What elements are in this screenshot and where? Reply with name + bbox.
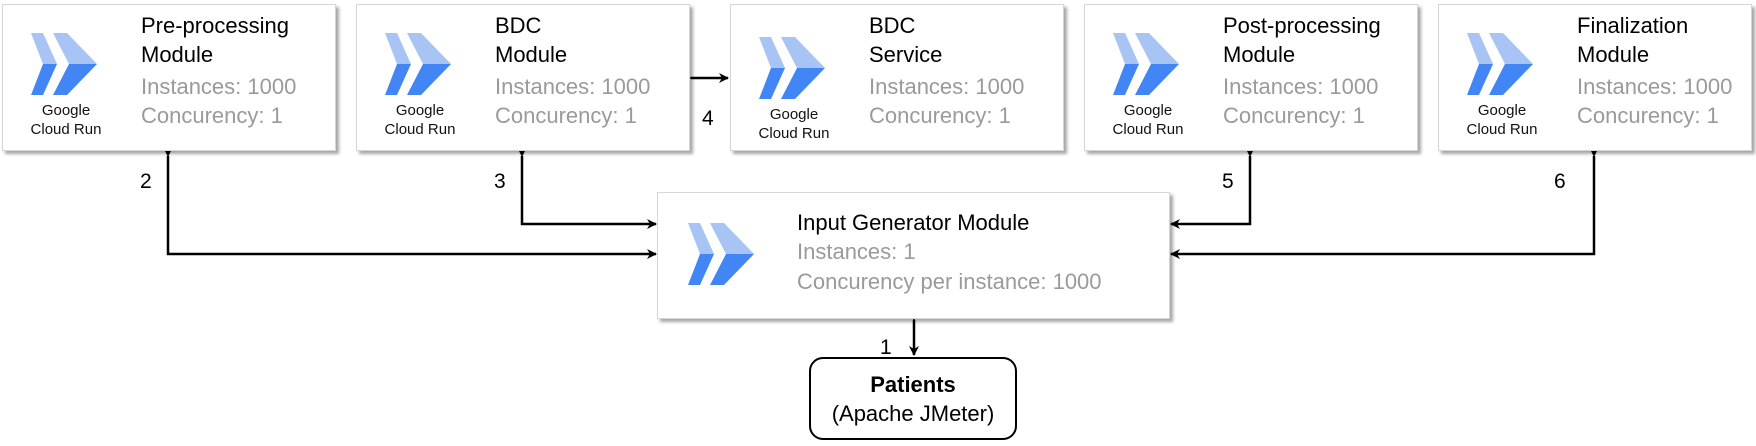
module-instances: Instances: 1000 — [869, 74, 1025, 99]
input-generator-concurrency: Concurency per instance: 1000 — [797, 269, 1102, 294]
cloud-run-label: Google Cloud Run — [758, 106, 830, 142]
patients-title: Patients — [870, 372, 956, 397]
cloud-run-label: Google Cloud Run — [1112, 102, 1184, 138]
arrow-5 — [1170, 147, 1255, 229]
arrow-2 — [163, 147, 657, 259]
input-generator-module-card: Input Generator Module Instances: 1 Conc… — [657, 192, 1170, 319]
step-label-3: 3 — [494, 170, 506, 193]
input-generator-instances: Instances: 1 — [797, 239, 916, 264]
cloud-run-icon — [1467, 33, 1533, 95]
input-generator-title: Input Generator Module — [797, 210, 1030, 235]
arrow-6 — [1170, 147, 1599, 259]
step-label-2: 2 — [140, 170, 152, 193]
module-concurrency: Concurency: 1 — [495, 103, 637, 128]
module-title: BDC Module — [495, 13, 568, 67]
module-concurrency: Concurency: 1 — [1223, 103, 1365, 128]
cloud-run-label: Google Cloud Run — [30, 102, 102, 138]
cloud-run-icon — [688, 223, 754, 285]
cloud-run-label: Google Cloud Run — [384, 102, 456, 138]
pre-processing-module-card: Google Cloud Run Pre-processing Module I… — [2, 4, 336, 151]
cloud-run-icon — [1113, 33, 1179, 95]
module-concurrency: Concurency: 1 — [1577, 103, 1719, 128]
patients-box: Patients (Apache JMeter) — [809, 357, 1017, 440]
bdc-service-card: Google Cloud Run BDC Service Instances: … — [730, 4, 1064, 151]
module-title: Pre-processing Module — [141, 13, 289, 67]
step-label-5: 5 — [1222, 170, 1234, 193]
module-instances: Instances: 1000 — [1223, 74, 1379, 99]
arrow-3 — [517, 147, 657, 229]
step-label-6: 6 — [1554, 170, 1566, 193]
module-title: BDC Service — [869, 13, 943, 67]
bdc-module-card: Google Cloud Run BDC Module Instances: 1… — [356, 4, 690, 151]
patients-subtitle: (Apache JMeter) — [831, 401, 995, 426]
module-instances: Instances: 1000 — [141, 74, 297, 99]
module-instances: Instances: 1000 — [495, 74, 651, 99]
cloud-run-label: Google Cloud Run — [1466, 102, 1538, 138]
module-instances: Instances: 1000 — [1577, 74, 1733, 99]
finalization-module-card: Google Cloud Run Finalization Module Ins… — [1438, 4, 1752, 151]
step-label-4: 4 — [702, 107, 714, 130]
cloud-run-icon — [31, 33, 97, 95]
module-title: Finalization Module — [1577, 13, 1689, 67]
step-label-1: 1 — [880, 336, 892, 359]
cloud-run-icon — [759, 37, 825, 99]
post-processing-module-card: Google Cloud Run Post-processing Module … — [1084, 4, 1418, 151]
module-concurrency: Concurency: 1 — [869, 103, 1011, 128]
cloud-run-icon — [385, 33, 451, 95]
module-title: Post-processing Module — [1223, 13, 1381, 67]
module-concurrency: Concurency: 1 — [141, 103, 283, 128]
